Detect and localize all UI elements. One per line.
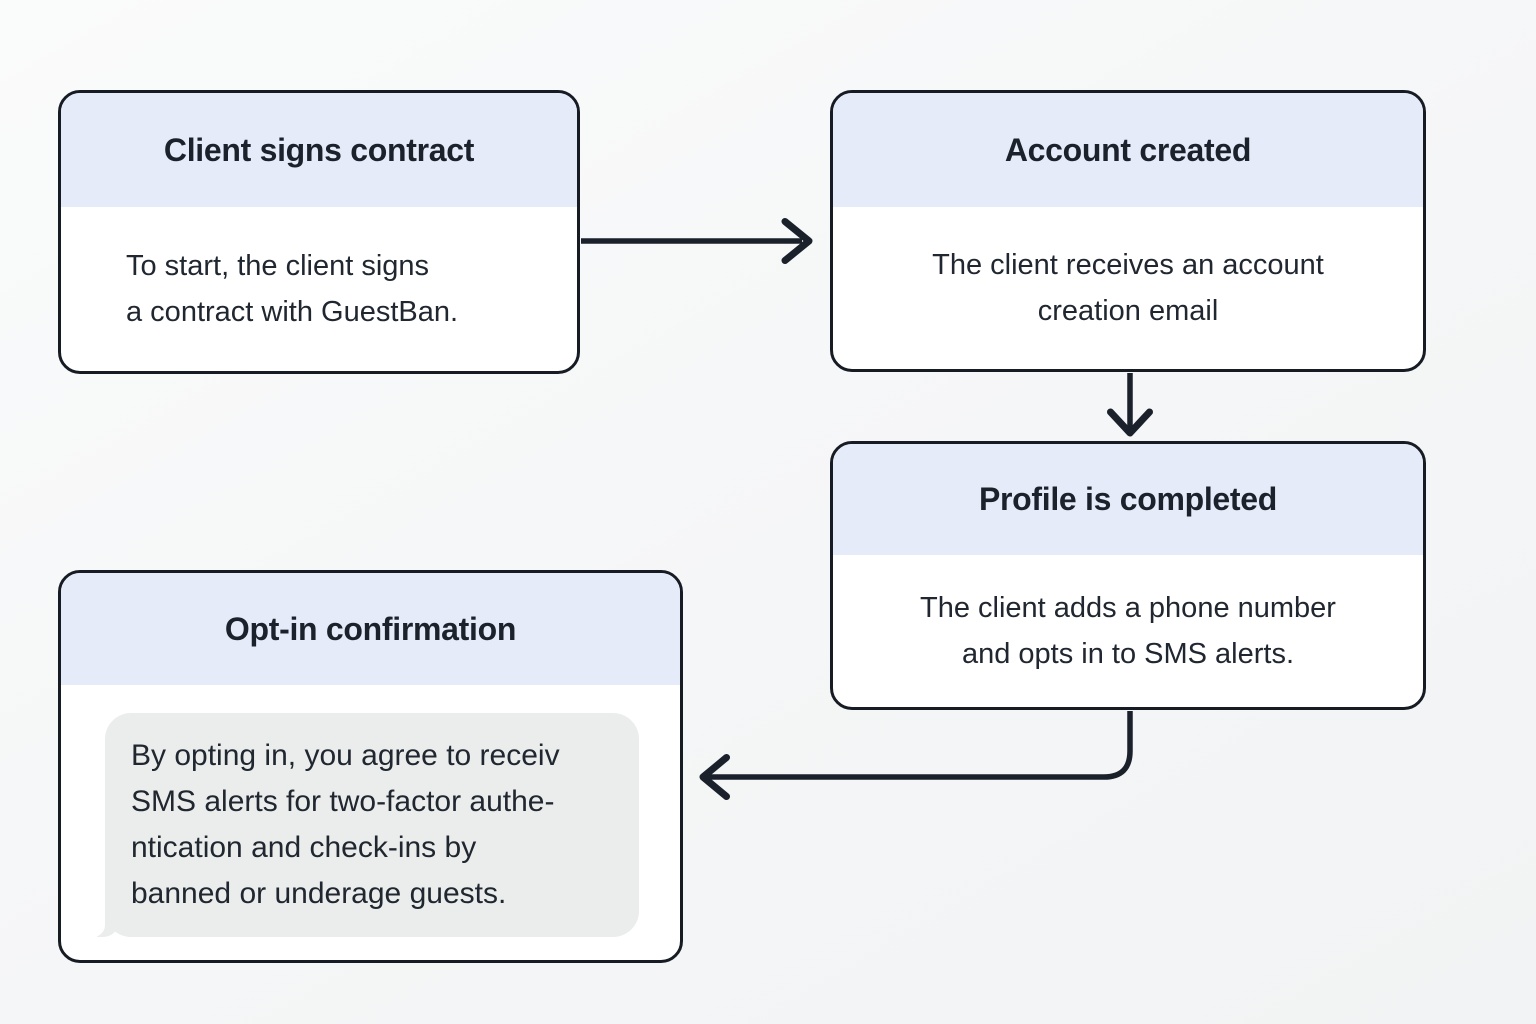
node-header: Account created bbox=[833, 93, 1423, 207]
node-body: By opting in, you agree to receiv SMS al… bbox=[61, 685, 680, 960]
node-account-created: Account created The client receives an a… bbox=[830, 90, 1426, 372]
node-description: To start, the client signs a contract wi… bbox=[126, 250, 459, 328]
node-body: The client receives an account creation … bbox=[833, 207, 1423, 369]
arrow-profile-to-optin bbox=[699, 711, 1133, 800]
node-description: The client adds a phone number and opts … bbox=[920, 592, 1336, 670]
node-header: Opt-in confirmation bbox=[61, 573, 680, 685]
node-profile-is-completed: Profile is completed The client adds a p… bbox=[830, 441, 1426, 710]
node-description: The client receives an account creation … bbox=[932, 249, 1324, 327]
sms-message-text: By opting in, you agree to receiv SMS al… bbox=[131, 739, 560, 910]
arrow-account-to-profile bbox=[1107, 373, 1153, 437]
node-title: Client signs contract bbox=[163, 131, 475, 168]
arrow-down-icon bbox=[1107, 408, 1153, 437]
arrow-right-icon bbox=[781, 218, 813, 264]
node-title: Profile is completed bbox=[978, 481, 1278, 517]
node-opt-in-confirmation: Opt-in confirmation By opting in, you ag… bbox=[58, 570, 683, 963]
node-title: Account created bbox=[1004, 131, 1252, 168]
node-body: The client adds a phone number and opts … bbox=[833, 555, 1423, 707]
arrow-left-icon bbox=[699, 754, 730, 800]
sms-message-bubble: By opting in, you agree to receiv SMS al… bbox=[93, 713, 639, 937]
node-header: Profile is completed bbox=[833, 444, 1423, 555]
node-header: Client signs contract bbox=[61, 93, 577, 207]
node-body: To start, the client signs a contract wi… bbox=[61, 207, 577, 371]
node-client-signs-contract: Client signs contract To start, the clie… bbox=[58, 90, 580, 374]
node-title: Opt-in confirmation bbox=[224, 610, 517, 647]
arrow-contract-to-account bbox=[581, 218, 813, 264]
